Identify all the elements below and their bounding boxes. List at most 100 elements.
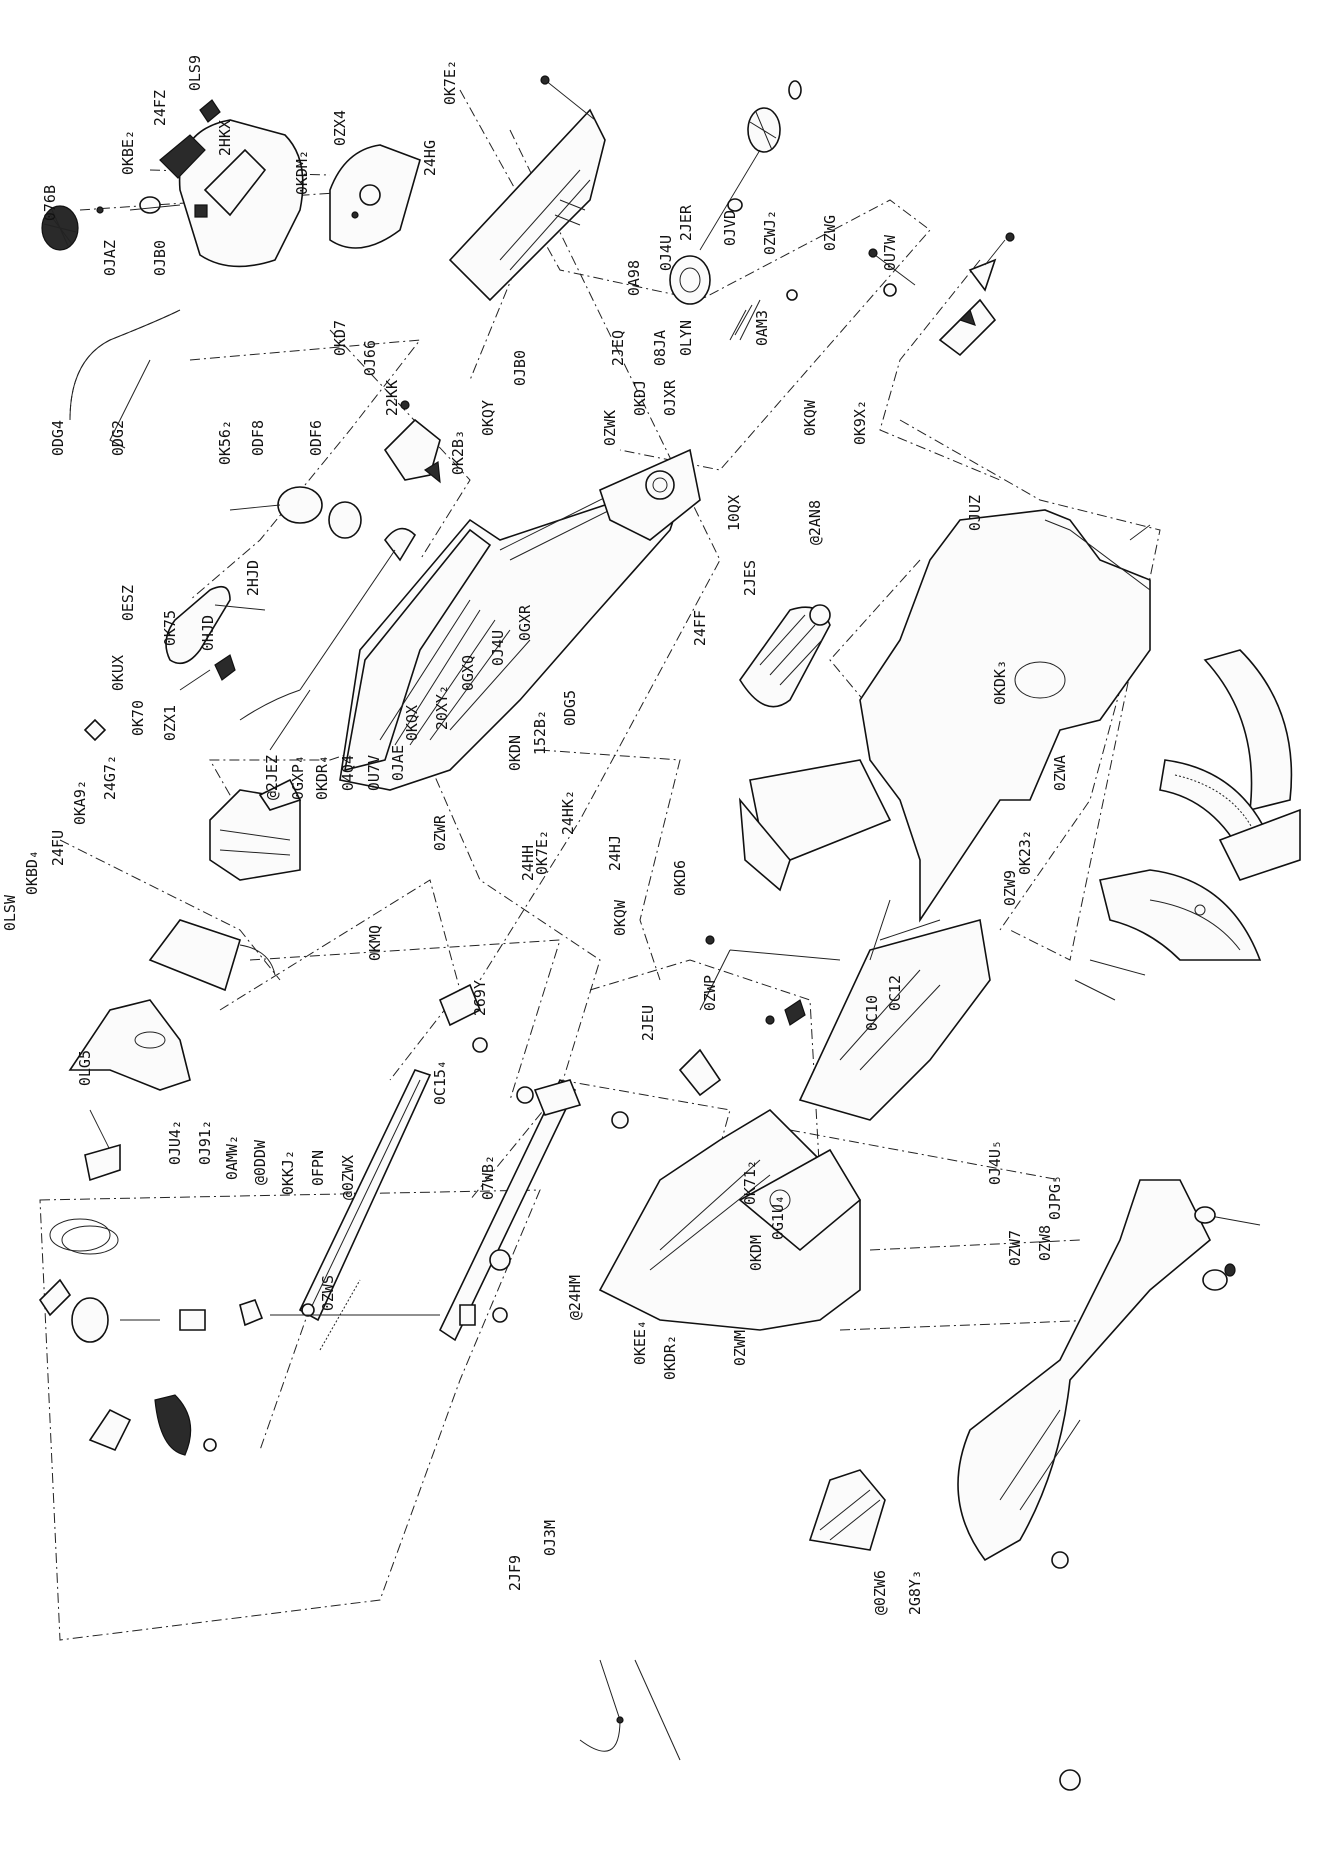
flex-lamp-0dg4 [69,309,181,421]
part-label: 0KA9₂ [71,780,89,825]
part-label: 2JES [741,560,759,596]
part-label: 0K9X₂ [851,400,869,445]
part-label: 0JPG₅ [1046,1175,1064,1220]
part-label: @0DDW [251,1139,269,1185]
part-label: 22KK [383,380,401,416]
part-label: 24G7₂ [101,755,119,800]
base-plate-2an8 [859,509,1151,923]
handle-housing-2hkx [129,99,304,268]
part-label: 0DG4 [49,420,67,456]
part-label: 0ZWP [701,975,719,1011]
part-label: 0ZWK [601,410,619,446]
part-label: 0LYN [677,320,695,356]
motor-24ff [739,604,831,708]
part-label: 0U7V [365,755,383,791]
part-label: 0KD7 [331,320,349,356]
part-label: 0LG5 [76,1050,94,1086]
part-label: 0AM3 [753,310,771,346]
part-label: 0C10 [863,995,881,1031]
part-label: 0A98 [625,260,643,296]
part-label: 0LS9 [186,55,204,91]
part-label: 0KDM₂ [293,150,311,195]
part-label: 0DG2 [109,420,127,456]
part-label: 0FPN [309,1150,327,1186]
part-label: 0ZWG [821,215,839,251]
part-label: 24HK₂ [559,790,577,835]
part-label: 0ZWS [319,1275,337,1311]
part-label: 0DF6 [307,420,325,456]
part-label: 08JA [651,330,669,366]
part-label: 0KDN [506,735,524,771]
part-label: 0HJD [199,615,217,651]
part-label: 2HKX [216,120,234,156]
part-label: 0KKJ₂ [279,1150,297,1195]
part-label: 0KDR₂ [661,1335,679,1380]
part-label: 0KDM [747,1235,765,1271]
part-label: 0ZX4 [331,110,349,146]
cover-0zx4 [329,144,421,249]
part-label: 24HJ [606,835,624,871]
part-label: 0K75 [161,610,179,646]
screw-0jpg5 [1194,1206,1261,1226]
part-label: 0JUZ [966,495,984,531]
shaft-2jer [699,80,802,251]
spring-08ja [729,289,798,341]
part-label: 0KQW [801,399,819,436]
knob-076b [41,205,79,251]
part-label: 0K23₂ [1016,830,1034,875]
part-label: 0G1U₄ [769,1195,787,1240]
part-label: 0JB0 [151,240,169,276]
part-label: 0J4U [657,235,675,271]
part-label: 0KDK₃ [991,660,1009,705]
part-label: 0ESZ [119,585,137,621]
hex-key-0dg2 [109,359,151,449]
part-label: 0K7E₂ [441,60,459,105]
part-label: 0JVD [721,210,739,246]
part-label: 07WB₂ [479,1155,497,1200]
part-label: 0AMW₂ [223,1135,241,1180]
part-label: 0C12 [886,975,904,1011]
part-label: 24HH [519,845,537,881]
part-label: 0K70 [129,700,147,736]
shaft-assembly-0zws [71,1297,508,1456]
part-label: 0ZW8 [1036,1225,1054,1261]
part-label: 0J4U₅ [986,1140,1004,1185]
part-label: 24HG [421,140,439,176]
base-24fu [68,999,191,1091]
part-label: 2HJD [244,560,262,596]
part-label: 0KMQ [366,925,384,961]
block-0dg5 [738,759,892,892]
main-frame-2jez [339,448,701,791]
arm-0zwx [438,1078,577,1342]
part-label: 0KEE₄ [631,1320,649,1365]
part-label: 0JU4₂ [166,1120,184,1165]
part-label: 2G8Y₃ [906,1570,924,1615]
cap-2g8y [1059,1769,1081,1791]
gear-2jeq [669,255,711,305]
switch-22kk [383,400,441,484]
part-label: 0KBD₄ [23,850,41,895]
screw-0lsw [84,1109,121,1182]
pcb-24g7 [148,919,276,992]
part-label: 0ZX1 [161,705,179,741]
part-label: 0JAE [389,745,407,781]
handle-2hjd [239,527,417,751]
part-label: 2JF9 [506,1555,524,1591]
part-label: 0K7E₂ [533,830,551,875]
knob-0df8 [229,486,362,539]
housing-0zx1 [209,778,302,881]
part-label: 0LSW [1,894,19,931]
part-label: 0DF8 [249,420,267,456]
part-label: 24FU [49,830,67,866]
part-label: 04Q4 [339,755,357,791]
hex-key-0j3m [634,1659,681,1761]
part-label: 0K71₂ [741,1160,759,1205]
part-label: 0GXP₄ [289,755,307,800]
part-label: 2JEU [639,1005,657,1041]
part-label: 0J3M [541,1520,559,1556]
wire-2jf9 [579,1659,624,1752]
cord-0lg5 [38,1218,119,1317]
part-label: 0KDJ [631,380,649,416]
